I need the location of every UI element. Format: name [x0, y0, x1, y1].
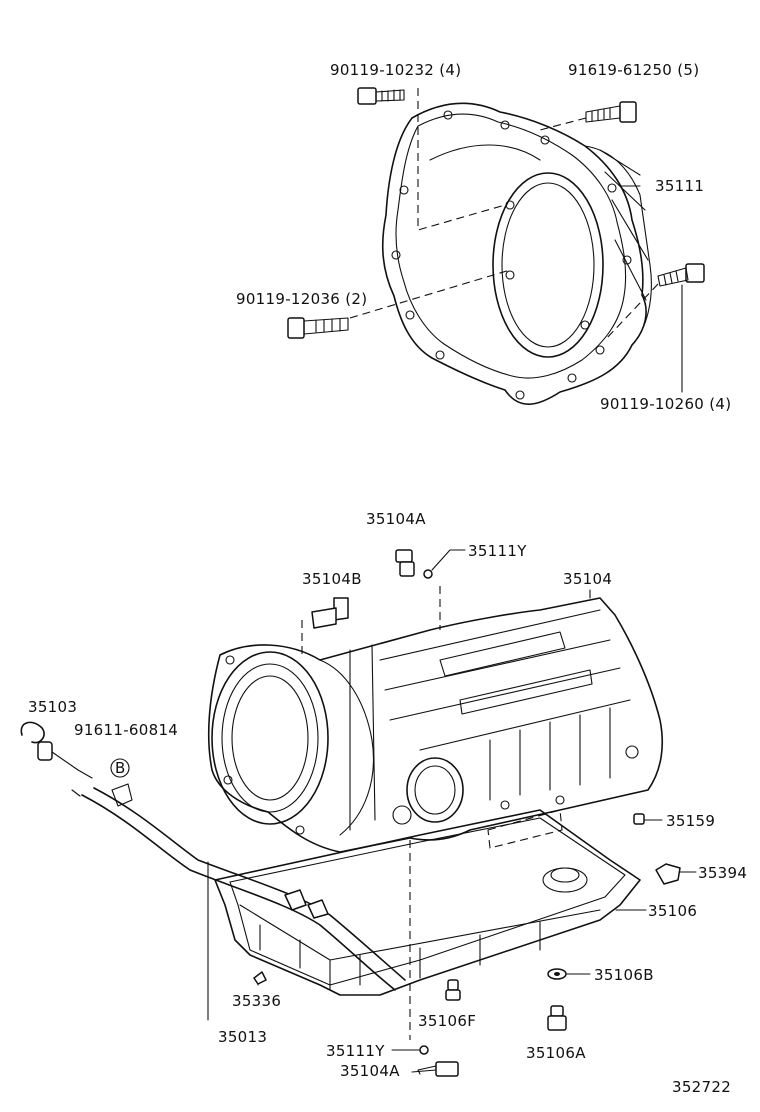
label-dipstick: 35103 [28, 698, 77, 716]
oil-pan [214, 809, 641, 996]
oring-top-icon [423, 569, 433, 579]
callout-b-icon [110, 758, 130, 778]
label-oring-bottom: 35111Y [326, 1042, 385, 1060]
label-bolt-dipstick: 91611-60814 [74, 721, 178, 739]
plug-35159-icon [633, 813, 645, 825]
label-plug-b: 35104B [302, 570, 362, 588]
label-drain-plug-small: 35106F [418, 1012, 476, 1030]
label-tube-assy: 35013 [218, 1028, 267, 1046]
gasket-washer-icon [547, 968, 567, 980]
label-bolt-bottom-right: 90119-10260 (4) [600, 395, 731, 413]
label-plug-35159: 35159 [666, 812, 715, 830]
label-tube-35336: 35336 [232, 992, 281, 1010]
label-bolt-top-right: 91619-61250 (5) [568, 61, 699, 79]
label-callout-b: B [115, 759, 126, 777]
label-bell-housing: 35111 [655, 177, 704, 195]
label-gasket-washer: 35106B [594, 966, 654, 984]
drain-plug-small-icon [445, 979, 461, 1001]
transmission-case [207, 597, 664, 853]
label-magnet-35394: 35394 [698, 864, 747, 882]
figure-number: 352722 [672, 1078, 731, 1096]
bolt-bottom-right-icon [657, 263, 705, 287]
drain-plug-icon [547, 1005, 567, 1031]
label-oring-top: 35111Y [468, 542, 527, 560]
dipstick [20, 721, 93, 797]
plug-35104a-bottom-icon [417, 1061, 459, 1077]
label-bolt-mid-left: 90119-12036 (2) [236, 290, 367, 308]
plug-35104b-icon [311, 597, 349, 629]
oring-bottom-icon [419, 1045, 429, 1055]
bolt-top-right-icon [585, 101, 637, 123]
label-plug-a-bottom: 35104A [340, 1062, 400, 1080]
magnet-35394-icon [655, 863, 681, 885]
bolt-mid-left-icon [287, 317, 349, 339]
label-plug-a-top: 35104A [366, 510, 426, 528]
bell-housing [381, 102, 652, 405]
label-drain-plug: 35106A [526, 1044, 586, 1062]
bolt-top-left-icon [357, 87, 405, 105]
dipstick-tube [81, 783, 406, 991]
plug-35104a-top-icon [395, 549, 415, 577]
label-oil-pan: 35106 [648, 902, 697, 920]
label-transmission-case: 35104 [563, 570, 612, 588]
label-bolt-top-left: 90119-10232 (4) [330, 61, 461, 79]
